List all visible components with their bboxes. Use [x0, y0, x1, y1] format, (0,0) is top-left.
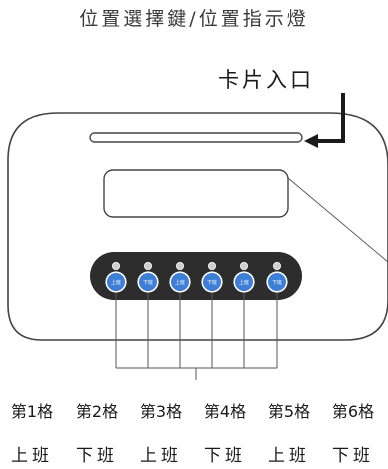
indicator-light-4: [207, 261, 216, 270]
diagram-title: 位置選擇鍵/位置指示燈: [79, 8, 309, 30]
position-button-label-6: 下班: [272, 279, 282, 286]
position-button-2[interactable]: [139, 273, 157, 291]
shift-label-2: 下班: [76, 446, 118, 466]
display-leader-line: [287, 177, 388, 263]
position-button-label-2: 下班: [143, 279, 153, 286]
shift-label-3: 上班: [140, 446, 182, 466]
slot-label-1: 第1格: [10, 402, 54, 421]
indicator-light-2: [143, 261, 152, 270]
device-body: [7, 112, 388, 341]
shift-label-6: 下班: [332, 446, 374, 466]
slot-label-6: 第6格: [331, 402, 375, 421]
position-button-4[interactable]: [203, 273, 221, 291]
position-button-label-3: 上班: [175, 279, 185, 286]
card-slot: [89, 132, 303, 143]
display-window: [103, 169, 289, 218]
indicator-light-5: [239, 261, 248, 270]
indicator-light-6: [272, 261, 281, 270]
slot-label-4: 第4格: [203, 402, 247, 421]
slot-label-3: 第3格: [139, 402, 183, 421]
shift-label-4: 下班: [204, 446, 246, 466]
indicator-light-1: [112, 261, 121, 270]
shift-label-1: 上班: [11, 446, 53, 466]
slot-label-5: 第5格: [267, 402, 311, 421]
position-button-label-1: 上班: [111, 279, 121, 286]
indicator-light-3: [175, 261, 184, 270]
position-button-3[interactable]: [171, 273, 189, 291]
slot-label-2: 第2格: [75, 402, 119, 421]
shift-label-5: 上班: [268, 446, 310, 466]
position-button-label-4: 下班: [207, 279, 217, 286]
position-button-6[interactable]: [268, 273, 286, 291]
position-button-5[interactable]: [235, 273, 253, 291]
position-button-1[interactable]: [107, 273, 125, 291]
card-slot-label: 卡片入口: [218, 68, 314, 92]
position-button-label-5: 上班: [239, 279, 249, 286]
card-slot-arrow: [304, 93, 345, 148]
